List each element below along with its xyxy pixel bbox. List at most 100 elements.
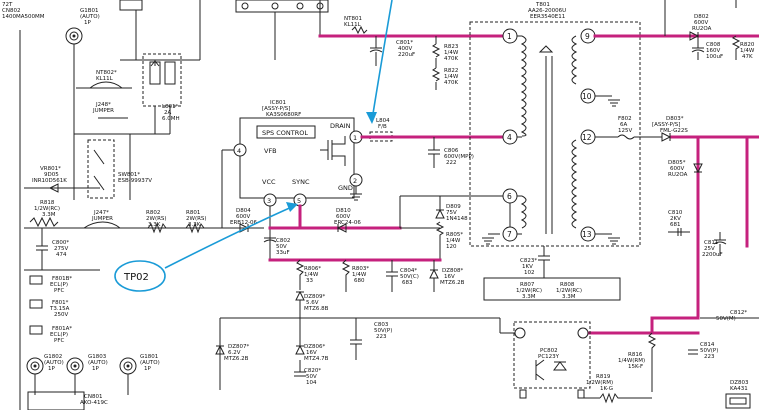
svg-text:VCC: VCC (262, 178, 276, 186)
capacitor-c810: C810 2KV 681 (668, 210, 690, 236)
svg-text:DZ807*: DZ807* (228, 344, 250, 350)
svg-text:220uF: 220uF (398, 52, 415, 58)
svg-text:ERB12-06: ERB12-06 (230, 220, 258, 226)
svg-text:C814: C814 (700, 342, 715, 348)
svg-text:SW801*: SW801* (118, 172, 140, 178)
svg-text:J247*: J247* (93, 210, 109, 216)
nt802-j248: NT802* KL11L J248* JUMPER (76, 70, 132, 119)
resistor-r802: R802 2W(RS) 3.3K (146, 210, 167, 234)
shunt-regulator-dz803: DZ803 KA431 (725, 380, 751, 409)
svg-text:47K: 47K (742, 54, 753, 60)
fuse-f801b: F801B* ECL(P) PFC (29, 275, 72, 294)
jumper-j247: J247* JUMPER (83, 210, 121, 229)
svg-text:R816: R816 (628, 352, 643, 358)
svg-text:13: 13 (582, 230, 592, 239)
svg-text:KL11L: KL11L (96, 76, 114, 82)
probe-arrow-drain (366, 0, 393, 124)
capacitor-c803: C803 50V(P) 223 (350, 318, 392, 360)
fuse-f801a: F801A* ECL(P) PFC (29, 325, 72, 344)
svg-text:1/4W(RM): 1/4W(RM) (618, 358, 645, 364)
svg-text:IC801: IC801 (270, 100, 286, 106)
svg-text:JUMPER: JUMPER (91, 216, 113, 222)
svg-text:3.3M: 3.3M (42, 212, 56, 218)
svg-text:1/2W(RC): 1/2W(RC) (34, 206, 60, 212)
diode-d805: D805* 600V RU2OA (668, 160, 703, 178)
svg-text:3: 3 (267, 197, 271, 205)
svg-text:T801: T801 (535, 2, 550, 8)
capacitor-c814: C814 50V(P) 223 (688, 342, 718, 360)
svg-text:2W(RS): 2W(RS) (186, 216, 207, 222)
svg-text:33uF: 33uF (276, 250, 290, 256)
svg-text:50V(C): 50V(C) (400, 274, 419, 280)
svg-text:3.3M: 3.3M (562, 294, 576, 300)
probe-arrow-tp02 (164, 202, 298, 269)
zener-dz809: DZ809* 5.6V MTZ6.8B (295, 290, 329, 320)
svg-text:100uF: 100uF (706, 54, 723, 60)
svg-text:(AUTO): (AUTO) (140, 360, 160, 366)
svg-text:1P: 1P (48, 366, 55, 372)
svg-text:C803: C803 (374, 322, 389, 328)
svg-text:250V: 250V (54, 312, 68, 318)
svg-text:TP02: TP02 (123, 272, 149, 283)
tp02-callout: TP02 (114, 260, 166, 292)
svg-text:2200uF: 2200uF (702, 252, 723, 258)
svg-text:50V: 50V (276, 244, 287, 250)
svg-text:PFC: PFC (54, 338, 64, 344)
svg-text:D805*: D805* (668, 160, 686, 166)
svg-text:(AUTO): (AUTO) (80, 14, 100, 20)
svg-text:VR801*: VR801* (40, 166, 61, 172)
resistor-r823: R823 1/4W 470K (431, 36, 459, 62)
transformer-t801: T801 AA26-20006U EER3540E11 1 4 6 7 9 10… (469, 2, 641, 247)
svg-text:680: 680 (354, 278, 365, 284)
svg-text:[ASSY-P/S]: [ASSY-P/S] (652, 122, 680, 128)
svg-text:VFB: VFB (264, 147, 277, 155)
resistor-r807: R807 1/2W(RC) 3.3M (516, 282, 542, 300)
svg-text:JUMPER: JUMPER (92, 108, 114, 114)
svg-text:400V: 400V (398, 46, 412, 52)
svg-text:ERC24-06: ERC24-06 (334, 220, 361, 226)
svg-text:MTZ6.2B: MTZ6.2B (440, 280, 465, 286)
svg-text:KA431: KA431 (730, 386, 748, 392)
svg-text:7: 7 (507, 230, 512, 239)
svg-text:120: 120 (446, 244, 457, 250)
svg-text:25V: 25V (704, 246, 715, 252)
svg-text:1/4W: 1/4W (444, 50, 459, 56)
line-filter-l801: L801* 2A 6.0MH (142, 53, 182, 122)
ntc-nt801: NT801 KL11L (344, 16, 368, 35)
svg-text:F801B*: F801B* (52, 276, 72, 282)
svg-text:50V(P): 50V(P) (700, 348, 718, 354)
svg-text:15K-F: 15K-F (628, 364, 643, 370)
svg-text:6: 6 (507, 192, 512, 201)
svg-text:1/4W: 1/4W (444, 74, 459, 80)
svg-text:DZ803: DZ803 (730, 380, 749, 386)
svg-text:EER3540E11: EER3540E11 (530, 14, 565, 20)
svg-text:MTZ6.8B: MTZ6.8B (304, 306, 329, 312)
svg-text:R822: R822 (444, 68, 458, 74)
svg-text:2A: 2A (164, 110, 171, 116)
svg-text:102: 102 (524, 270, 535, 276)
diode-d803: D803* [ASSY-P/S] FML-G22S (652, 116, 688, 142)
svg-text:ECL(P): ECL(P) (50, 332, 68, 338)
svg-text:5.6V: 5.6V (306, 300, 319, 306)
svg-text:R823: R823 (444, 44, 459, 50)
resistor-r816: R816 1/4W(RM) 15K-F (618, 332, 657, 392)
svg-text:275V: 275V (54, 246, 68, 252)
svg-text:681: 681 (670, 222, 681, 228)
svg-text:50V: 50V (306, 374, 317, 380)
svg-text:R807: R807 (520, 282, 535, 288)
svg-text:F/B: F/B (378, 124, 387, 130)
svg-text:AA26-20006U: AA26-20006U (528, 8, 566, 14)
svg-text:3.3K: 3.3K (148, 222, 161, 228)
diode-d809: D809 75V 1N4148 (435, 196, 468, 222)
svg-text:KA3S0680RF: KA3S0680RF (266, 112, 301, 118)
svg-text:1P: 1P (92, 366, 99, 372)
svg-text:C806: C806 (444, 148, 459, 154)
svg-text:[ASSY-P/S]: [ASSY-P/S] (262, 106, 290, 112)
svg-text:F802: F802 (618, 116, 632, 122)
svg-text:C812*: C812* (730, 310, 747, 316)
svg-text:SPS CONTROL: SPS CONTROL (262, 129, 308, 137)
capacitor-c823: C823* 1KV 102 (520, 246, 550, 278)
svg-text:2KV: 2KV (670, 216, 681, 222)
svg-text:MTZ4.7B: MTZ4.7B (304, 356, 329, 362)
svg-text:FML-G22S: FML-G22S (660, 128, 688, 134)
